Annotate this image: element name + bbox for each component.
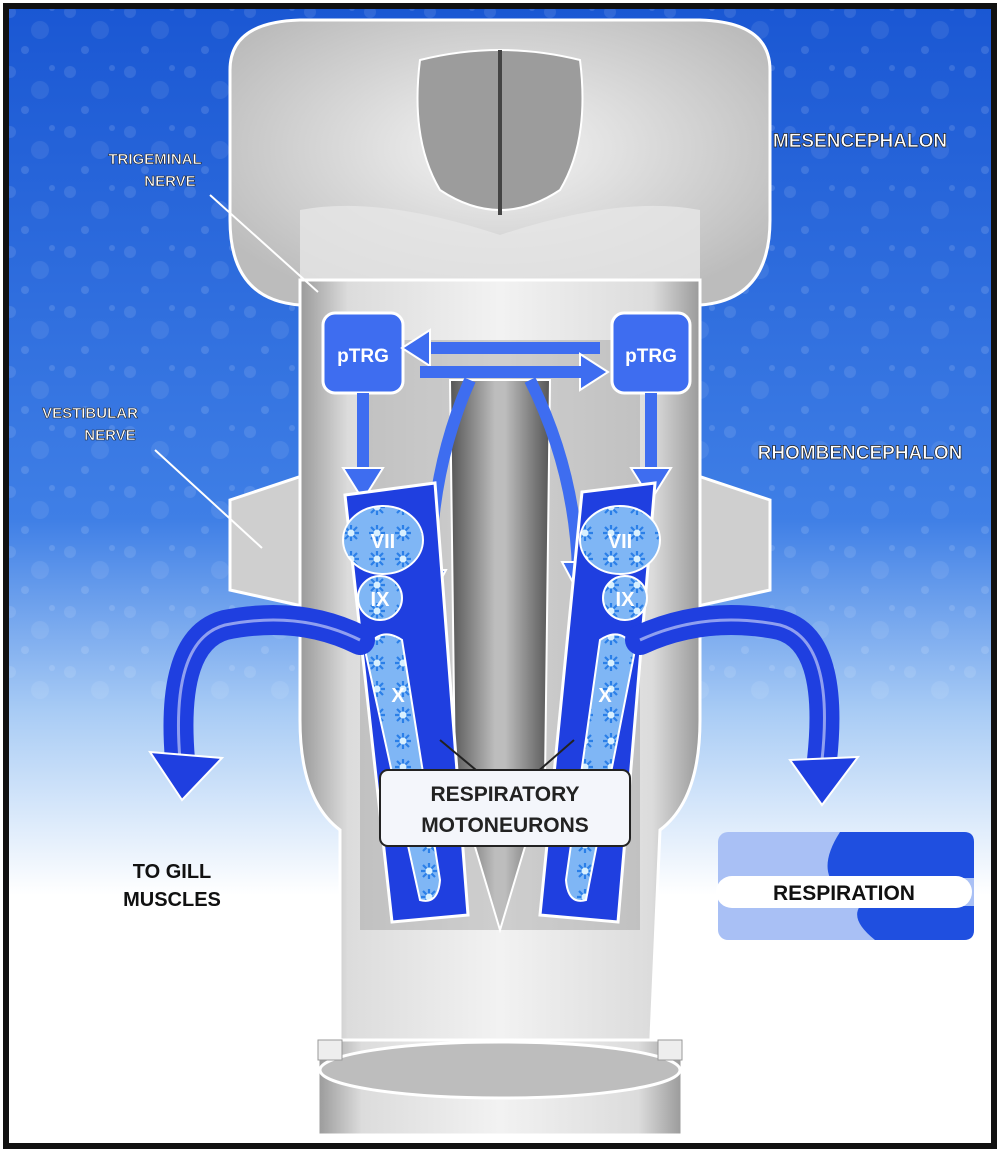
respiration-badge: RESPIRATION: [716, 832, 974, 940]
rhombencephalon-label: RHOMBENCEPHALON: [758, 443, 963, 464]
motoneurons-label-line2: MOTONEURONS: [421, 814, 589, 837]
mesencephalon-label: MESENCEPHALON: [773, 131, 947, 152]
gill-label-line1: TO GILL: [133, 861, 212, 883]
spinal-tab-right: [658, 1040, 682, 1060]
respiration-badge-upper-wave: [828, 832, 974, 878]
trigeminal-label-line2: NERVE: [144, 173, 195, 190]
nucleus-ix-right-label: IX: [616, 589, 636, 611]
nucleus-ix-left-label: IX: [371, 589, 391, 611]
respiration-label: RESPIRATION: [773, 882, 915, 905]
spinal-tab-left: [318, 1040, 342, 1060]
vestibular-label-line2: NERVE: [84, 427, 135, 444]
ptrg-right-label: pTRG: [625, 346, 677, 367]
nucleus-vii-left-label: VII: [371, 531, 395, 553]
ptrg-left-label: pTRG: [337, 346, 389, 367]
spinal-cord-section: [320, 1042, 680, 1098]
nucleus-vii-right-label: VII: [608, 531, 632, 553]
gill-label-line2: MUSCLES: [123, 889, 221, 911]
nucleus-x-left-label: X: [391, 685, 405, 707]
nucleus-x-right-label: X: [598, 685, 612, 707]
trigeminal-label-line1: TRIGEMINAL: [108, 151, 201, 168]
vestibular-label-line1: VESTIBULAR: [42, 405, 138, 422]
motoneurons-label-line1: RESPIRATORY: [431, 783, 580, 806]
respiration-badge-lower-wave: [857, 906, 974, 940]
